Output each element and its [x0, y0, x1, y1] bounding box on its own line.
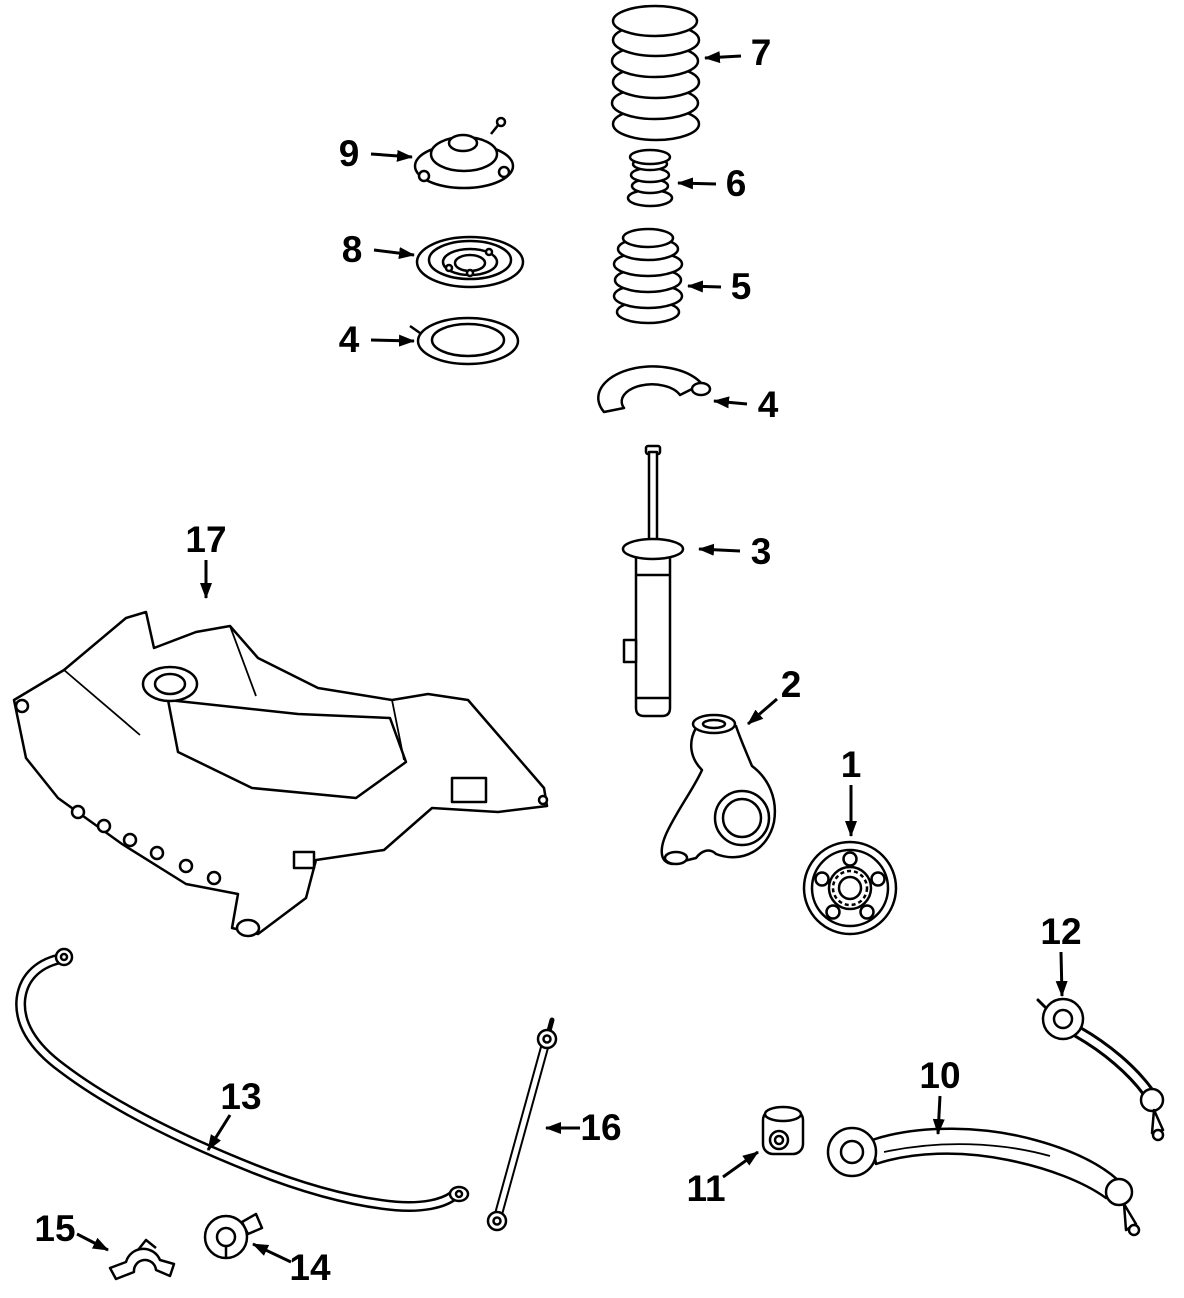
callout-number[interactable]: 17: [185, 519, 226, 560]
callout-lower-control-arm[interactable]: 10: [919, 1055, 961, 1135]
upper-strut-mount-part[interactable]: [413, 116, 515, 190]
callout-control-arm-bushing[interactable]: 11: [686, 1150, 759, 1209]
callout-upper-strut-mount[interactable]: 9: [339, 133, 413, 174]
callout-number[interactable]: 7: [751, 32, 772, 73]
callout-leader-arrow: [370, 334, 415, 347]
callout-number[interactable]: 11: [686, 1168, 725, 1209]
stabilizer-bushing-part[interactable]: [203, 1212, 264, 1260]
callout-stabilizer-bar[interactable]: 13: [206, 1076, 262, 1151]
callout-number[interactable]: 4: [339, 319, 360, 360]
callout-number[interactable]: 3: [751, 531, 772, 572]
callout-strut[interactable]: 3: [698, 531, 772, 572]
callout-number[interactable]: 2: [781, 664, 802, 705]
callout-spring-pad-lower[interactable]: 4: [713, 384, 779, 425]
callout-number[interactable]: 15: [34, 1208, 75, 1249]
callout-wheel-hub[interactable]: 1: [841, 744, 862, 837]
callout-number[interactable]: 1: [841, 744, 862, 785]
spring-pad-upper-part[interactable]: [409, 316, 520, 366]
callout-leader-arrow: [370, 149, 413, 162]
coil-spring-part[interactable]: [610, 4, 701, 142]
callout-number[interactable]: 10: [919, 1055, 960, 1096]
stabilizer-bar-part[interactable]: [15, 947, 470, 1212]
callout-subframe[interactable]: 17: [185, 519, 227, 599]
callout-leader-arrow: [698, 543, 741, 556]
wheel-hub-part[interactable]: [802, 840, 898, 936]
callout-tension-strut[interactable]: 12: [1040, 911, 1082, 997]
callout-number[interactable]: 6: [726, 163, 747, 204]
callout-spring-pad-upper[interactable]: 4: [339, 319, 415, 360]
callout-leader-arrow: [373, 247, 415, 260]
callout-number[interactable]: 13: [220, 1076, 261, 1117]
lower-control-arm-part[interactable]: [826, 1126, 1141, 1237]
steering-knuckle-part[interactable]: [660, 713, 777, 866]
spring-pad-lower-part[interactable]: [597, 365, 712, 414]
callout-leader-arrow: [1055, 951, 1068, 997]
callout-strut-boot[interactable]: 5: [687, 266, 752, 307]
callout-spring-seat-bearing[interactable]: 8: [342, 229, 415, 270]
callout-coil-spring[interactable]: 7: [704, 32, 772, 73]
callout-number[interactable]: 8: [342, 229, 363, 270]
callout-leader-arrow: [932, 1095, 945, 1135]
callout-bump-stop[interactable]: 6: [677, 163, 747, 204]
strut-part[interactable]: [621, 444, 685, 718]
tension-strut-part[interactable]: [1036, 997, 1165, 1142]
callout-number[interactable]: 14: [289, 1247, 331, 1288]
callout-leader-arrow: [76, 1232, 109, 1252]
callout-steering-knuckle[interactable]: 2: [747, 664, 802, 726]
callout-stabilizer-link[interactable]: 16: [545, 1107, 622, 1148]
strut-boot-part[interactable]: [612, 227, 684, 325]
callout-leader-arrow: [677, 177, 717, 190]
callout-number[interactable]: 4: [758, 384, 779, 425]
callout-leader-arrow: [704, 51, 742, 64]
callout-leader-arrow: [722, 1150, 759, 1179]
spring-seat-bearing-part[interactable]: [415, 235, 525, 289]
callout-number[interactable]: 12: [1040, 911, 1081, 952]
callout-leader-arrow: [252, 1242, 292, 1264]
stabilizer-link-part[interactable]: [486, 1017, 558, 1232]
callout-leader-arrow: [747, 697, 778, 726]
callout-number[interactable]: 16: [580, 1107, 621, 1148]
callout-number[interactable]: 5: [731, 266, 752, 307]
callout-stabilizer-bushing[interactable]: 14: [252, 1242, 331, 1288]
callout-leader-arrow: [206, 1114, 232, 1151]
callout-leader-arrow: [713, 396, 748, 409]
stabilizer-bracket-part[interactable]: [108, 1238, 176, 1281]
callout-stabilizer-bracket[interactable]: 15: [34, 1208, 109, 1252]
callout-leader-arrow: [687, 280, 722, 293]
subframe-part[interactable]: [12, 610, 549, 938]
callout-layer: 7 9 6 8 5 4 4 3 17 21 12 10 13 16 11 15 14: [34, 32, 1081, 1288]
callout-number[interactable]: 9: [339, 133, 360, 174]
bump-stop-part[interactable]: [626, 148, 674, 208]
control-arm-bushing-part[interactable]: [761, 1105, 805, 1156]
